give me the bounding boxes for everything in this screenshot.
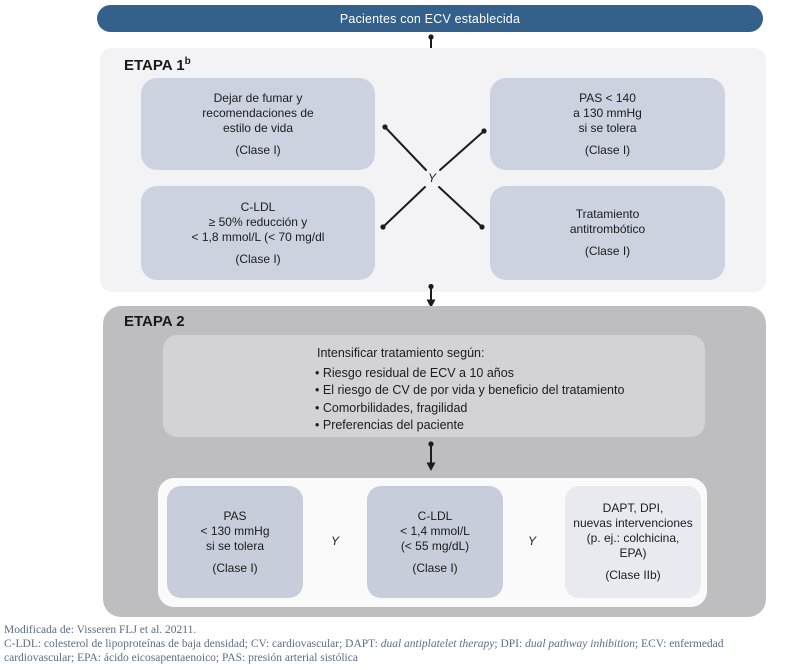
intensify-bullet: Preferencias del paciente bbox=[315, 417, 624, 434]
intensify-title: Intensificar tratamiento según: bbox=[317, 346, 485, 360]
connector-arrow-3 bbox=[426, 441, 436, 471]
class-label: (Clase I) bbox=[584, 142, 631, 157]
class-label: (Clase I) bbox=[235, 142, 281, 157]
intensify-bullet: Comorbilidades, fragilidad bbox=[315, 400, 624, 417]
stage2-and-label-2: Y bbox=[527, 534, 536, 548]
header-title: Pacientes con ECV establecida bbox=[339, 11, 521, 26]
class-label: (Clase I) bbox=[584, 244, 631, 258]
stage2-box-blood-pressure: PAS < 130 mmHg si se tolera (Clase I) bbox=[167, 486, 303, 598]
stage1-and-label: Y bbox=[427, 171, 436, 185]
class-label: (Clase IIb) bbox=[605, 568, 661, 582]
stage1-label: ETAPA 1b bbox=[124, 56, 191, 74]
stage1-box-blood-pressure: PAS < 140 a 130 mmHg si se tolera (Clase… bbox=[490, 78, 725, 170]
header-banner: Pacientes con ECV establecida bbox=[97, 5, 763, 32]
stage2-box-ldl: C-LDL < 1,4 mmol/L (< 55 mg/dL) (Clase I… bbox=[367, 486, 503, 598]
connector-arrow-2 bbox=[426, 283, 436, 308]
cross-connector-lines bbox=[380, 124, 487, 230]
source-note: Modificada de: Visseren FLJ et al. 20211… bbox=[4, 624, 197, 636]
abbreviations-note: C-LDL: colesterol de lipoproteínas de ba… bbox=[4, 638, 724, 664]
intensify-bullet-list: Riesgo residual de ECV a 10 años El ries… bbox=[315, 365, 625, 435]
stage1-box-ldl: C-LDL ≥ 50% reducción y < 1,8 mmol/L (< … bbox=[141, 186, 375, 280]
class-label: (Clase I) bbox=[235, 251, 281, 266]
intensify-bullet: El riesgo de CV de por vida y beneficio … bbox=[315, 382, 625, 399]
stage1-box-lifestyle: Dejar de fumar y recomendaciones de esti… bbox=[141, 78, 375, 170]
class-label: (Clase I) bbox=[412, 560, 458, 575]
class-label: (Clase I) bbox=[212, 560, 258, 575]
stage1-footnote-marker: b bbox=[184, 56, 191, 67]
intensify-bullet: Riesgo residual de ECV a 10 años bbox=[315, 365, 624, 382]
stage1-box-antithrombotic: Tratamiento antitrombótico (Clase I) bbox=[490, 186, 725, 280]
stage2-box-new-interventions: DAPT, DPI, nuevas intervenciones (p. ej.… bbox=[565, 486, 701, 598]
stage2-label: ETAPA 2 bbox=[124, 313, 185, 330]
stage2-and-label-1: Y bbox=[330, 534, 339, 548]
stage2-intensify-box: Intensificar tratamiento según: Riesgo r… bbox=[163, 335, 705, 437]
